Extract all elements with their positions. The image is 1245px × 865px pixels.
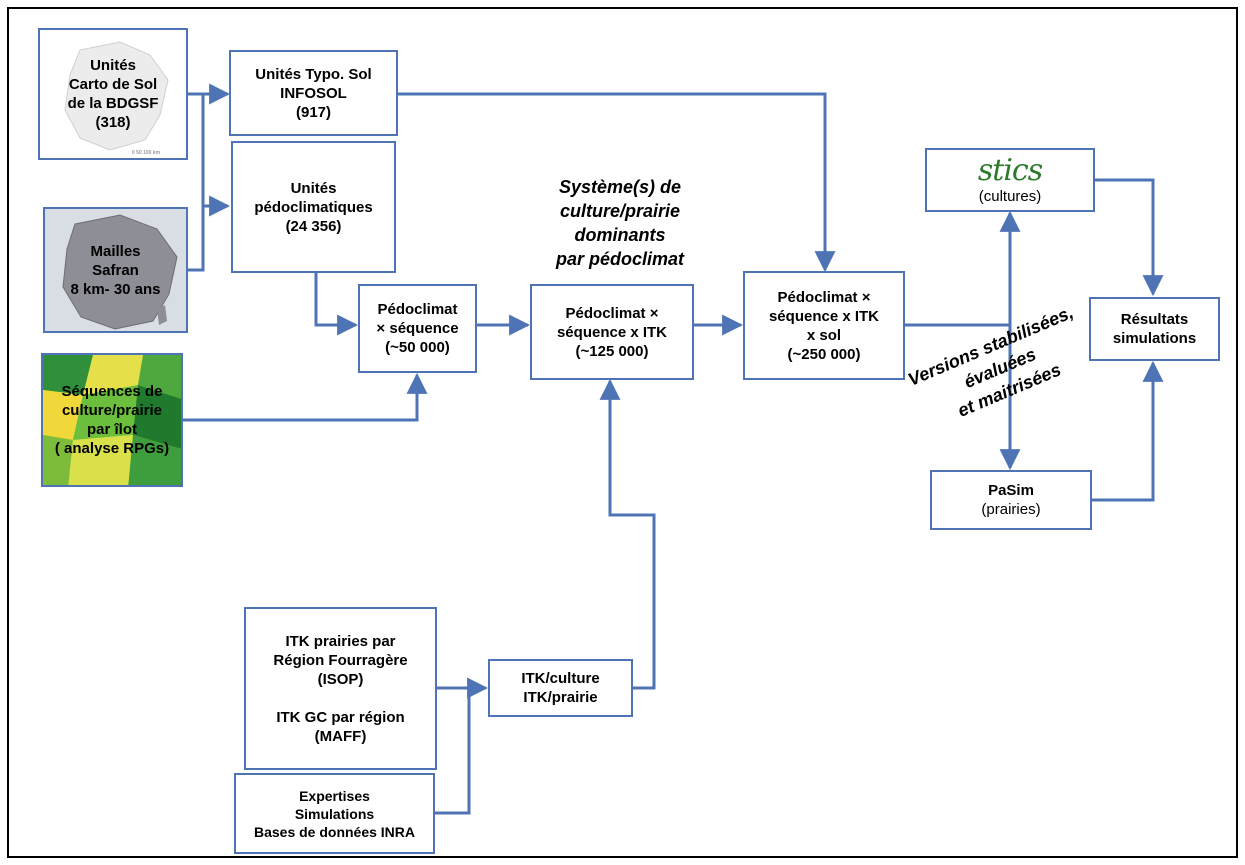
pedo-seq-l3: (~50 000) bbox=[385, 339, 450, 356]
box-pedoclimat-sequence-itk: Pédoclimat × séquence x ITK (~125 000) bbox=[530, 284, 694, 380]
unites-carto-l3: de la BDGSF bbox=[67, 95, 159, 112]
unites-carto-l4: (318) bbox=[95, 114, 131, 131]
itk-culture-l2: ITK/prairie bbox=[523, 689, 598, 706]
pedoclim-units-l1: Unités bbox=[290, 179, 337, 197]
pedo-seq-l1: Pédoclimat bbox=[377, 301, 458, 318]
mailles-l1: Mailles bbox=[90, 242, 141, 260]
typo-sol-l2: INFOSOL bbox=[280, 84, 347, 102]
box-pasim: PaSim (prairies) bbox=[930, 470, 1092, 530]
pasim-l2: (prairies) bbox=[981, 501, 1041, 518]
line-expertises-bus bbox=[435, 688, 471, 815]
resultats-l1: Résultats bbox=[1120, 311, 1189, 328]
safran-grid-map-icon bbox=[45, 209, 186, 331]
box-stics: stics (cultures) bbox=[925, 148, 1095, 212]
itk-prairies-l1: ITK prairies par bbox=[285, 632, 396, 650]
resultats-l2: simulations bbox=[1112, 330, 1197, 347]
mailles-l3: 8 km- 30 ans bbox=[70, 280, 161, 298]
box-sequences-culture: Séquences de culture/prairie par îlot ( … bbox=[41, 353, 183, 487]
systeme-l4: par pédoclimat bbox=[555, 249, 685, 269]
itk-gc-l2: (MAFF) bbox=[314, 727, 367, 745]
svg-text:0 50 100 km: 0 50 100 km bbox=[132, 150, 161, 156]
arrow-typo-to-final bbox=[398, 92, 836, 273]
systeme-l1: Système(s) de bbox=[558, 177, 682, 197]
sequences-l3: par îlot bbox=[86, 421, 137, 438]
expertises-l1: Expertises bbox=[299, 787, 370, 804]
systeme-l2: culture/prairie bbox=[559, 201, 681, 221]
systeme-dominants-title: Système(s) de culture/prairie dominants … bbox=[520, 175, 720, 271]
pasim-l1: PaSim bbox=[988, 482, 1034, 499]
box-unites-typo-sol: Unités Typo. Sol INFOSOL (917) bbox=[229, 50, 398, 136]
mailles-l2: Safran bbox=[92, 261, 139, 279]
box-resultats-simulations: Résultats simulations bbox=[1089, 297, 1220, 361]
box-expertises: Expertises Simulations Bases de données … bbox=[234, 773, 435, 854]
expertises-l2: Simulations bbox=[294, 805, 375, 822]
arrow-units-to-pedoseq bbox=[314, 273, 359, 336]
box-itk-prairies-gc: ITK prairies par Région Fourragère (ISOP… bbox=[244, 607, 437, 770]
sequences-l4: ( analyse RPGs) bbox=[54, 440, 170, 457]
final-l1: Pédoclimat × bbox=[777, 288, 871, 306]
box-unites-carto: 0 50 100 km Unités Carto de Sol de la BD… bbox=[38, 28, 188, 160]
itk-prairies-l3: (ISOP) bbox=[317, 670, 364, 688]
box-mailles-safran: Mailles Safran 8 km- 30 ans bbox=[43, 207, 188, 333]
box-itk-culture-prairie: ITK/culture ITK/prairie bbox=[488, 659, 633, 717]
pedo-seq-itk-l1: Pédoclimat × bbox=[565, 304, 659, 322]
typo-sol-l3: (917) bbox=[295, 103, 332, 121]
final-l2: séquence x ITK bbox=[768, 307, 880, 325]
pedoclim-units-l2: pédoclimatiques bbox=[254, 198, 373, 216]
typo-sol-l1: Unités Typo. Sol bbox=[255, 65, 372, 83]
unites-carto-l2: Carto de Sol bbox=[68, 76, 158, 93]
box-pedoclimat-sequence: Pédoclimat × séquence (~50 000) bbox=[358, 284, 477, 373]
box-pedoclimat-sequence-itk-sol: Pédoclimat × séquence x ITK x sol (~250 … bbox=[743, 271, 905, 380]
parcel-map-icon bbox=[43, 355, 181, 485]
arrow-sequences-to-pedoseq bbox=[183, 372, 428, 422]
final-l4: (~250 000) bbox=[787, 345, 861, 363]
expertises-l3: Bases de données INRA bbox=[253, 823, 416, 840]
arrow-pasim-to-results bbox=[1092, 360, 1164, 502]
sequences-l2: culture/prairie bbox=[61, 402, 163, 419]
sequences-l1: Séquences de bbox=[61, 383, 163, 400]
box-unites-pedoclimatiques: Unités pédoclimatiques (24 356) bbox=[231, 141, 396, 273]
line-mailles-bus bbox=[188, 94, 205, 272]
itk-prairies-l2: Région Fourragère bbox=[273, 651, 408, 669]
pedo-seq-itk-l3: (~125 000) bbox=[575, 342, 649, 360]
pedoclim-units-l3: (24 356) bbox=[285, 217, 342, 235]
unites-carto-l1: Unités bbox=[90, 57, 136, 74]
final-l3: x sol bbox=[806, 326, 842, 344]
arrow-itkculture-to-itk bbox=[599, 378, 656, 690]
pedo-seq-itk-l2: séquence x ITK bbox=[556, 323, 668, 341]
systeme-l3: dominants bbox=[574, 225, 666, 245]
arrow-stics-to-results bbox=[1095, 178, 1164, 297]
stics-logo: stics bbox=[977, 152, 1043, 188]
itk-culture-l1: ITK/culture bbox=[521, 670, 600, 687]
pedo-seq-l2: × séquence bbox=[376, 320, 459, 337]
france-map-icon: 0 50 100 km bbox=[64, 41, 169, 156]
stics-label: (cultures) bbox=[978, 187, 1042, 205]
diagram-frame bbox=[7, 7, 1238, 858]
itk-gc-l1: ITK GC par région bbox=[276, 708, 405, 726]
